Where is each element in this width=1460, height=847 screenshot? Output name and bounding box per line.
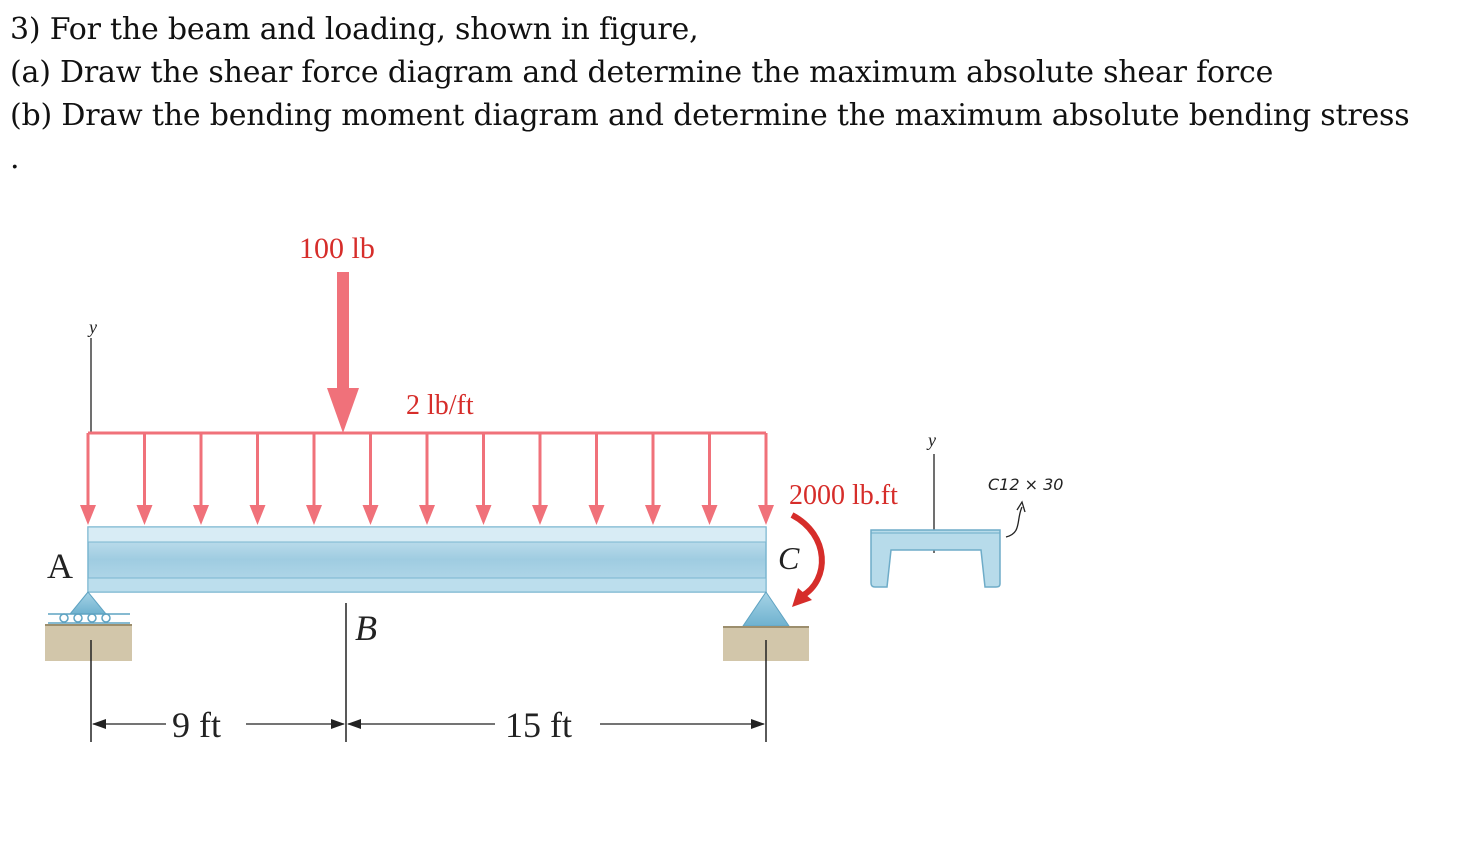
distributed-load: 2 lb/ft (80, 390, 774, 525)
beam (87, 526, 767, 593)
distributed-load-arrow (193, 433, 209, 525)
distributed-load-arrow (249, 433, 266, 525)
point-b-label: B (355, 608, 377, 648)
y-axis-label: y (87, 317, 97, 337)
distributed-load-arrow (532, 433, 548, 525)
distributed-load-arrow (419, 433, 435, 525)
section-label: C12 × 30 (988, 475, 1063, 494)
distributed-load-label: 2 lb/ft (406, 390, 474, 421)
dimension-15ft: 15 ft (505, 705, 572, 745)
problem-part-b: (b) Draw the bending moment diagram and … (10, 98, 1410, 133)
distributed-load-arrow (475, 433, 492, 525)
section-y-label: y (926, 430, 936, 450)
distributed-load-arrows (80, 433, 774, 525)
distributed-load-arrow (136, 433, 153, 525)
y-axis-a: y (87, 317, 97, 433)
point-c-label: C (778, 540, 800, 576)
distributed-load-arrow (645, 433, 661, 525)
problem-part-a: (a) Draw the shear force diagram and det… (10, 55, 1274, 90)
roller-support-a (45, 591, 132, 661)
distributed-load-arrow (758, 433, 774, 525)
problem-statement: 3) For the beam and loading, shown in fi… (10, 8, 1455, 180)
distributed-load-arrow (701, 433, 718, 525)
point-load: 100 lb (299, 232, 375, 433)
dimensions: 9 ft 15 ft (90, 640, 767, 745)
couple-moment: 2000 lb.ft (789, 480, 898, 607)
channel-section: y C12 × 30 (870, 430, 1063, 588)
distributed-load-arrow (362, 433, 379, 525)
point-b-marker: B (345, 603, 377, 742)
distributed-load-arrow (80, 433, 96, 525)
distributed-load-arrow (588, 433, 605, 525)
moment-label: 2000 lb.ft (789, 480, 898, 511)
problem-line-1: 3) For the beam and loading, shown in fi… (10, 12, 699, 47)
point-a-label: A (47, 546, 73, 586)
problem-line-end: . (10, 141, 20, 176)
dimension-9ft: 9 ft (172, 705, 221, 745)
point-load-label: 100 lb (299, 232, 375, 265)
distributed-load-arrow (306, 433, 322, 525)
